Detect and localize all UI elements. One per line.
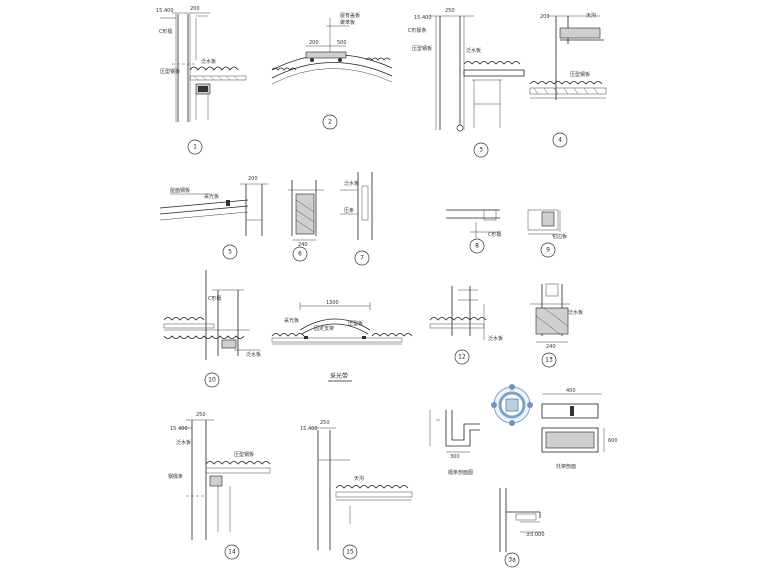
d7-label-a: 泛水板 bbox=[344, 180, 359, 187]
d14-level: 15.400 bbox=[170, 426, 188, 432]
d15-label-a: 天沟 bbox=[354, 475, 364, 482]
d5-dim: 200 bbox=[248, 176, 258, 182]
detail-number-4: 4 bbox=[558, 137, 562, 144]
detail-13: 泛水板 240 13 bbox=[530, 283, 583, 368]
detail-number-12: 12 bbox=[458, 354, 466, 361]
detail-number-3a: 3a bbox=[508, 557, 516, 564]
d1-label-c: 压型钢板 bbox=[160, 68, 180, 75]
d2-dim-a: 200 bbox=[309, 40, 319, 46]
d2-dim-b: 500 bbox=[337, 40, 347, 46]
sheet-title: 采光带 bbox=[330, 372, 348, 380]
d3-label-b: 泛水板 bbox=[466, 47, 481, 54]
d3-label-c: C形檩条 bbox=[408, 27, 427, 34]
detail-number-10: 10 bbox=[208, 377, 216, 384]
section-b-title: 托架剖面 bbox=[556, 463, 576, 470]
d12-label-a: 泛水板 bbox=[488, 335, 503, 342]
d11-label-b: 固定支架 bbox=[314, 325, 334, 332]
d4-dim: 200 bbox=[540, 14, 550, 20]
detail-number-13: 13 bbox=[545, 357, 553, 364]
detail-number-15: 15 bbox=[346, 549, 354, 556]
d15-level: 15.400 bbox=[300, 426, 318, 432]
d1-label-a: 泛水板 bbox=[201, 58, 216, 65]
detail-number-6: 6 bbox=[298, 251, 302, 258]
d8-label-a: C形檩 bbox=[488, 231, 502, 238]
detail-number-3: 3 bbox=[479, 147, 483, 154]
detail-number-14: 14 bbox=[228, 549, 236, 556]
detail-1: 15.400 200 泛水板 C形檩 压型钢板 1 bbox=[156, 6, 247, 155]
detail-15: 15.400 250 天沟 15 bbox=[300, 420, 413, 560]
detail-14: 15.400 250 泛水板 压型钢板 钢檩条 14 bbox=[168, 412, 271, 560]
d1-dim: 200 bbox=[190, 6, 200, 12]
detail-6: 240 6 bbox=[288, 180, 324, 262]
d4-label-a: 天沟 bbox=[586, 12, 596, 19]
detail-number-5: 5 bbox=[228, 249, 232, 256]
d7-label-b: 压条 bbox=[344, 207, 354, 214]
d10-label-b: 泛水板 bbox=[246, 351, 261, 358]
d13-label-a: 泛水板 bbox=[568, 309, 583, 316]
detail-11: 1300 采光板 固定支架 压型板 采光带 bbox=[271, 300, 413, 382]
d5-label-a: 屋面钢板 bbox=[170, 187, 190, 194]
d9-label-a: 包边板 bbox=[552, 233, 567, 240]
section-a-title: 檩条剖面图 bbox=[448, 469, 473, 476]
d11-label-a: 采光板 bbox=[284, 317, 299, 324]
navigation-compass-icon[interactable] bbox=[491, 384, 533, 426]
d4-label-b: 压型钢板 bbox=[570, 71, 590, 78]
d5-label-b: 采光板 bbox=[204, 193, 219, 200]
d14-label-a: 泛水板 bbox=[176, 439, 191, 446]
d10-label-a: C形檩 bbox=[208, 295, 222, 302]
detail-number-1: 1 bbox=[193, 144, 197, 151]
d14-label-b: 压型钢板 bbox=[234, 451, 254, 458]
d2-label-b: 聚苯板 bbox=[340, 19, 355, 26]
d3a-level: ±0.000 bbox=[526, 532, 545, 538]
detail-3: 15.400 250 压型钢板 泛水板 C形檩条 3 bbox=[408, 8, 525, 158]
d2-label-a: 屋脊盖板 bbox=[340, 12, 360, 19]
d11-label-c: 压型板 bbox=[348, 320, 363, 327]
d3-dim: 250 bbox=[445, 8, 455, 14]
detail-3a: ±0.000 3a bbox=[499, 488, 545, 568]
detail-9: 包边板 9 bbox=[527, 209, 567, 258]
detail-number-7: 7 bbox=[360, 255, 364, 262]
detail-number-2: 2 bbox=[328, 119, 332, 126]
section-a-dim: 300 bbox=[450, 454, 460, 460]
detail-8: C形檩 8 bbox=[446, 209, 502, 254]
d15-dim: 250 bbox=[320, 420, 330, 426]
d14-dim: 250 bbox=[196, 412, 206, 418]
section-b-dim2: 600 bbox=[608, 438, 618, 444]
detail-4: 200 天沟 压型钢板 4 bbox=[529, 12, 607, 148]
detail-10: C形檩 泛水板 10 bbox=[163, 270, 261, 388]
d1-level: 15.400 bbox=[156, 8, 174, 14]
detail-7: 泛水板 压条 7 bbox=[340, 172, 373, 266]
section-b-dim: 400 bbox=[566, 388, 576, 394]
d1-label-b: C形檩 bbox=[159, 28, 173, 35]
section-purlin: 300 檩条剖面图 bbox=[429, 410, 480, 476]
detail-5: 屋面钢板 采光板 200 5 bbox=[159, 176, 268, 260]
detail-number-8: 8 bbox=[475, 243, 479, 250]
d11-dim: 1300 bbox=[326, 300, 339, 306]
d3-level: 15.400 bbox=[414, 15, 432, 21]
detail-12: 泛水板 12 bbox=[429, 286, 503, 365]
d14-label-c: 钢檩条 bbox=[168, 473, 183, 480]
d3-label-a: 压型钢板 bbox=[412, 45, 432, 52]
detail-2: 屋脊盖板 聚苯板 200 500 2 bbox=[271, 12, 393, 130]
d13-dim: 240 bbox=[546, 344, 556, 350]
detail-number-9: 9 bbox=[546, 247, 550, 254]
d6-dim: 240 bbox=[298, 242, 308, 248]
section-bracket: 400 600 托架剖面 bbox=[541, 388, 618, 470]
